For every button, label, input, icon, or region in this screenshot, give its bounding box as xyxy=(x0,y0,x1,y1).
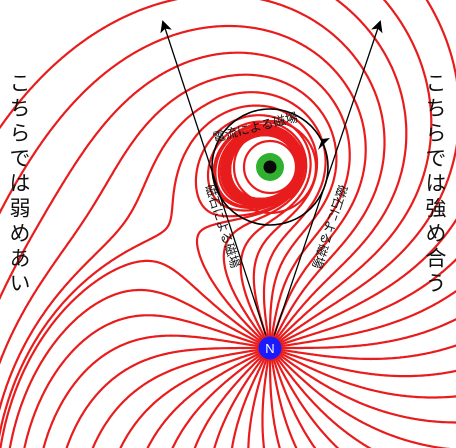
field-line xyxy=(119,351,258,448)
field-line xyxy=(0,73,338,365)
field-line xyxy=(213,358,263,448)
field-line xyxy=(146,353,259,448)
field-line xyxy=(0,104,319,438)
field-line xyxy=(23,314,258,448)
field-line xyxy=(230,359,265,448)
field-line xyxy=(42,334,258,448)
field-line xyxy=(281,353,456,399)
field-line xyxy=(0,91,327,412)
field-line xyxy=(275,359,340,448)
field-line xyxy=(282,258,456,345)
north-pole xyxy=(256,334,284,362)
field-line xyxy=(193,356,262,448)
field-line xyxy=(268,360,281,448)
right-caption: こちらでは強め合う xyxy=(423,72,447,297)
field-line xyxy=(280,0,456,341)
field-line xyxy=(273,360,317,448)
field-line xyxy=(65,346,258,448)
north-pole-label: N xyxy=(265,341,274,356)
field-line xyxy=(0,51,351,336)
field-line xyxy=(91,349,258,448)
field-line xyxy=(247,360,267,448)
field-loop xyxy=(242,139,298,195)
field-line xyxy=(271,360,298,448)
field-line xyxy=(261,360,269,448)
field-line xyxy=(0,0,386,337)
current-field-arrowhead xyxy=(318,138,330,150)
field-line xyxy=(278,0,433,340)
field-line xyxy=(277,358,372,448)
field-line xyxy=(8,288,259,448)
field-line xyxy=(0,24,367,336)
field-line xyxy=(282,344,456,361)
field-line xyxy=(277,0,408,338)
field-line xyxy=(280,355,456,424)
field-line xyxy=(282,318,456,350)
field-loop xyxy=(232,129,308,205)
left-caption: こちらでは弱めあい xyxy=(7,72,31,297)
current-field-circle xyxy=(211,108,329,226)
field-line xyxy=(282,289,456,347)
field-loop xyxy=(222,119,318,215)
field-line xyxy=(171,355,260,448)
field-line xyxy=(282,351,456,378)
field-line xyxy=(281,218,456,343)
wire-inner xyxy=(263,160,277,174)
field-line xyxy=(0,259,260,448)
left-field-arrow xyxy=(160,20,271,349)
